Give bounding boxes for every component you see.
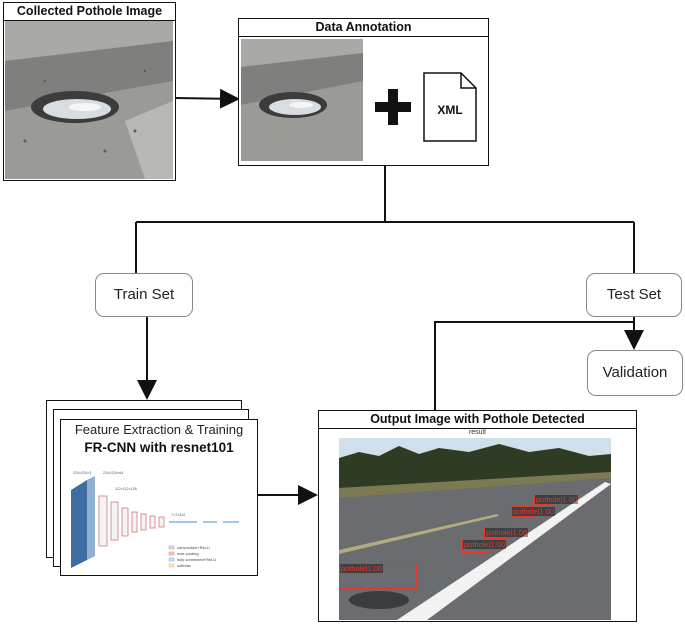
- svg-text:112×112×128: 112×112×128: [115, 487, 137, 491]
- detection-photo: [339, 438, 611, 620]
- detection-box: [534, 495, 554, 505]
- output-title: Output Image with Pothole Detected: [319, 411, 636, 429]
- pothole-photo: [5, 21, 173, 179]
- svg-text:7×7×512: 7×7×512: [171, 513, 185, 517]
- train-set-label: Train Set: [113, 286, 175, 303]
- svg-text:224×224×64: 224×224×64: [103, 471, 123, 475]
- svg-text:convolution+ReLU: convolution+ReLU: [177, 545, 210, 550]
- output-panel: Output Image with Pothole Detected resul…: [318, 410, 637, 622]
- detection-label: pothole|1.00: [512, 507, 556, 516]
- detection-box: [511, 506, 533, 517]
- test-set-label: Test Set: [606, 286, 662, 303]
- collected-image-title: Collected Pothole Image: [4, 3, 175, 21]
- result-caption: result: [468, 429, 487, 436]
- plus-icon: [375, 89, 411, 125]
- detection-box: [484, 527, 508, 539]
- validation-box: Validation: [587, 350, 683, 396]
- validation-label: Validation: [602, 364, 668, 381]
- svg-text:fully connected+ReLU: fully connected+ReLU: [177, 557, 216, 562]
- detection-label: pothole|1.00: [463, 540, 507, 549]
- detection-box: [462, 539, 490, 553]
- xml-file-label: XML: [437, 103, 463, 117]
- annotation-photo: [241, 39, 363, 161]
- collected-image-panel: Collected Pothole Image: [3, 2, 176, 181]
- detection-box: [339, 563, 417, 589]
- feature-extraction-title: Feature Extraction & Training: [74, 422, 244, 437]
- feature-extraction-panel: Feature Extraction & Training FR-CNN wit…: [60, 419, 258, 576]
- line-test-to-output: [434, 321, 634, 410]
- model-name: FR-CNN with resnet101: [84, 440, 234, 455]
- data-annotation-panel: Data Annotation XML: [238, 18, 489, 166]
- detection-label: pothole|1.00: [340, 564, 384, 573]
- svg-text:max pooling: max pooling: [177, 551, 199, 556]
- test-set-box: Test Set: [586, 273, 682, 317]
- svg-text:224×224×3: 224×224×3: [73, 471, 91, 475]
- xml-file-icon: [423, 72, 477, 142]
- svg-text:softmax: softmax: [177, 563, 191, 568]
- detection-label: pothole|1.00: [535, 495, 579, 504]
- train-set-box: Train Set: [95, 273, 193, 317]
- arrow-collected-to-annotation: [174, 88, 240, 109]
- detection-label: pothole|1.00: [485, 528, 529, 537]
- network-architecture-figure: 224×224×3 224×224×64 112×112×128 7×7×512…: [71, 471, 239, 568]
- data-annotation-title: Data Annotation: [239, 19, 488, 37]
